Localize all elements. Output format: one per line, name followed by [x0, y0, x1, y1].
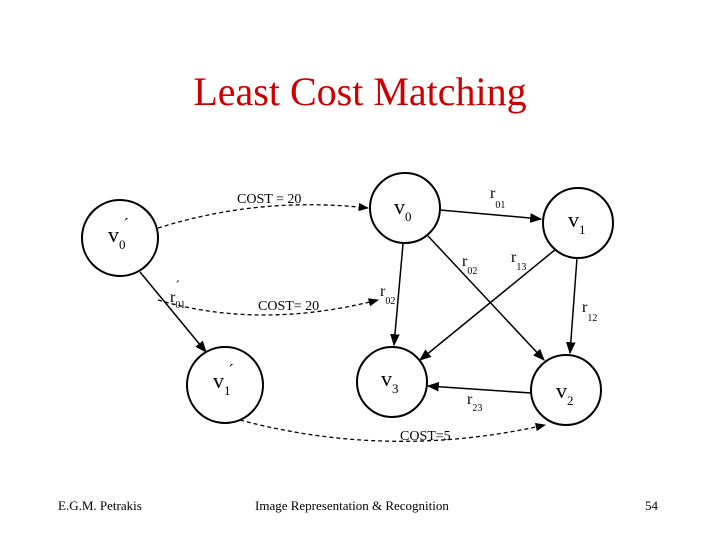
cost-label-1: COST = 20 — [237, 192, 301, 207]
edge-label-r02-vertical: r02 — [380, 283, 395, 307]
edge-label-r12: r12 — [582, 299, 597, 324]
label-v1: v1 — [568, 207, 586, 237]
label-v1-prime: v1´ — [213, 362, 234, 398]
footer-author: E.G.M. Petrakis — [58, 498, 142, 513]
cost-label-2: COST= 20 — [258, 299, 319, 314]
edge-label-r23: r23 — [467, 391, 482, 414]
cost-edge-1 — [157, 202, 370, 229]
edge-label-r01-prime: r01´ — [170, 279, 185, 311]
edge-r01 — [439, 209, 543, 223]
cost-edge-2 — [157, 298, 380, 316]
edge-label-r02-diagonal: r02 — [462, 253, 477, 277]
slide-title: Least Cost Matching — [193, 69, 527, 114]
label-v3: v3 — [381, 366, 399, 396]
node-v1 — [542, 187, 614, 259]
footer-course: Image Representation & Recognition — [255, 498, 449, 513]
edge-r13 — [419, 248, 557, 361]
cost-edge-3 — [239, 419, 547, 442]
edge-r02-diagonal — [427, 235, 545, 361]
node-v0 — [369, 172, 441, 244]
edge-r02-vertical — [390, 243, 404, 347]
edge-label-r01: r01 — [490, 185, 505, 211]
edge-label-r13: r13 — [511, 249, 526, 273]
edge-r01-prime — [139, 271, 207, 353]
edge-r23 — [426, 381, 532, 394]
label-v0: v0 — [394, 194, 412, 224]
edge-r12 — [566, 257, 578, 355]
footer-page-number: 54 — [645, 498, 658, 513]
cost-label-3: COST=5 — [400, 429, 451, 444]
label-v2: v2 — [556, 378, 574, 408]
node-v1-prime — [186, 346, 264, 424]
node-v2 — [530, 354, 602, 426]
label-v0-prime: v0´ — [108, 216, 129, 252]
node-v0-prime — [81, 199, 159, 277]
